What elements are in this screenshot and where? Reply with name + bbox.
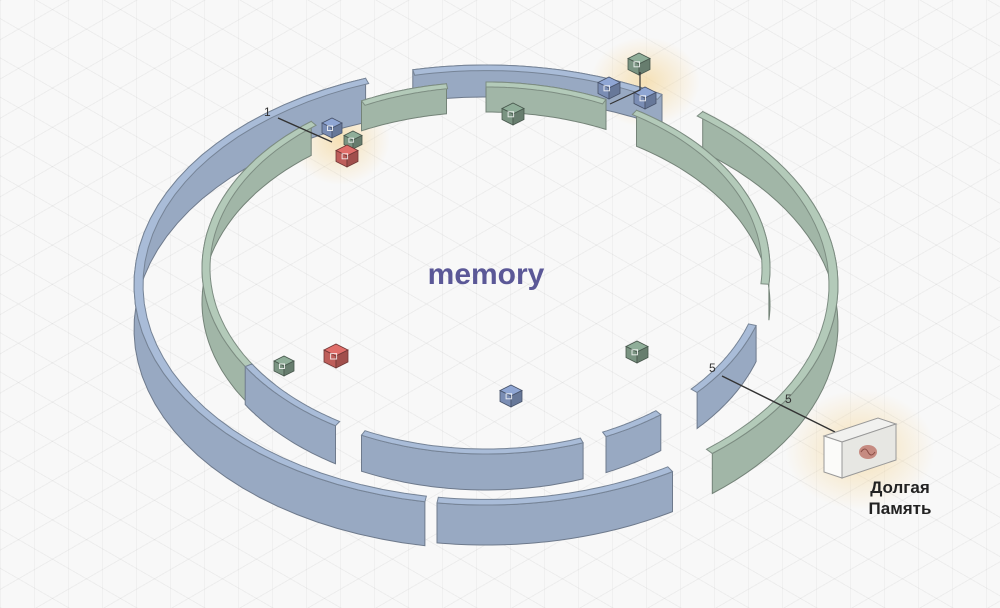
label-1: 1 bbox=[264, 105, 271, 119]
label-5-outer: 5 bbox=[785, 392, 792, 406]
outer-ring-segment-bottom bbox=[436, 466, 674, 546]
inner-ring-segment-top bbox=[485, 81, 607, 131]
arrow-5 bbox=[721, 375, 836, 433]
inner-ring-segment-right bbox=[631, 109, 771, 321]
cube-blue-top-right-a bbox=[597, 76, 621, 100]
cube-green-left bbox=[273, 355, 295, 377]
diagram-title: memory bbox=[428, 258, 545, 291]
arrow-1 bbox=[277, 117, 333, 143]
cube-blue-top-left bbox=[321, 117, 343, 139]
cube-blue-bottom bbox=[499, 384, 523, 408]
cube-red-center-left bbox=[323, 343, 349, 369]
storage-label-line1: Долгая bbox=[870, 478, 930, 497]
outer-ring-segment-right bbox=[696, 110, 839, 495]
cube-green-top-right bbox=[627, 52, 651, 76]
rings bbox=[133, 64, 839, 547]
storage-label-line2: Память bbox=[869, 499, 932, 518]
brain-icon bbox=[859, 445, 877, 459]
connector-top-right bbox=[609, 72, 641, 105]
cubes bbox=[273, 52, 657, 408]
cube-green-top-center bbox=[501, 102, 525, 126]
cube-red-top-left bbox=[335, 144, 359, 168]
long-term-storage-box bbox=[822, 417, 898, 479]
cube-green-right bbox=[625, 340, 649, 364]
inner-ring-segment-bottomright bbox=[601, 410, 662, 474]
inner-ring-segment-left bbox=[201, 120, 318, 423]
inner-ring-segment-bottom bbox=[360, 430, 584, 491]
inner-ring-segment-right-low bbox=[690, 323, 757, 430]
inner-ring-segment-bottomleft bbox=[244, 363, 341, 465]
label-5-inner: 5 bbox=[709, 361, 716, 375]
inner-ring-segment-topleft bbox=[360, 83, 449, 132]
